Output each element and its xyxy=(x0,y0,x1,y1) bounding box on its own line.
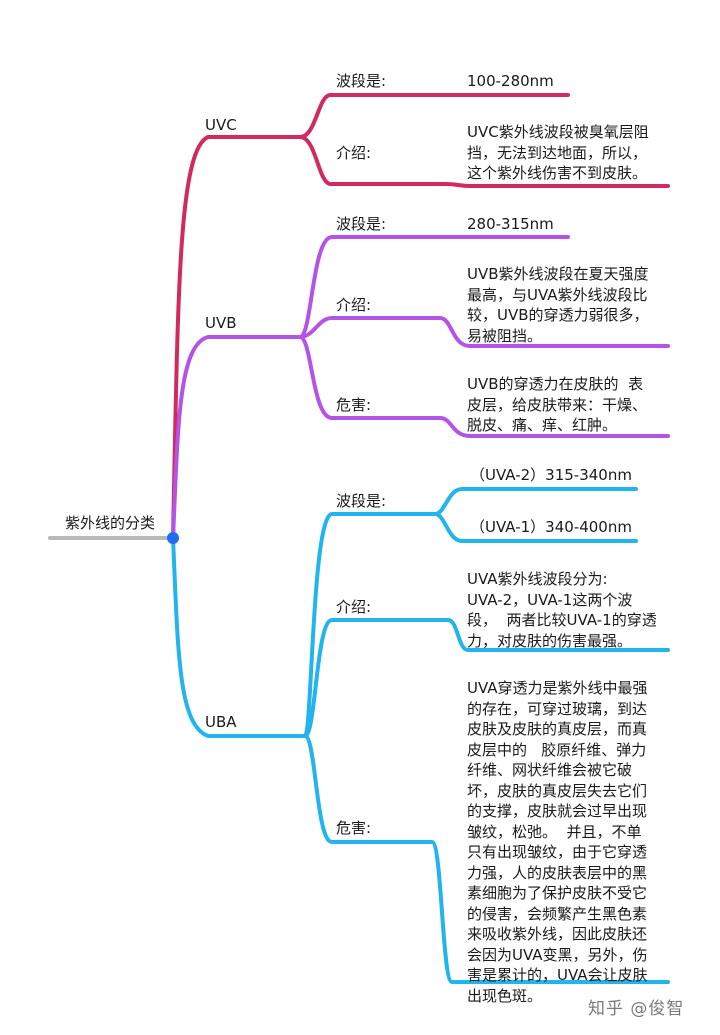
uba-text-harm: UVA穿透力是紫外线中最强 的存在，可穿过玻璃，到达 皮肤及皮肤的真皮层，而真 … xyxy=(467,679,648,1005)
uvb-connectors xyxy=(171,235,670,540)
uba-connectors xyxy=(171,487,670,984)
uba-label-band: 波段是: xyxy=(336,492,387,510)
uvb-label-harm: 危害: xyxy=(336,396,372,414)
uba-label-harm: 危害: xyxy=(336,819,372,837)
root-dot xyxy=(167,532,179,544)
branch-label-uba: UBA xyxy=(205,713,237,731)
watermark: 知乎 @俊智 xyxy=(588,999,685,1019)
root-label: 紫外线的分类 xyxy=(65,514,156,532)
uvb-text-intro: UVB紫外线波段在夏天强度 最高，与UVA紫外线波段比 较，UVB的穿透力弱很多… xyxy=(467,265,649,345)
branch-label-uvc: UVC xyxy=(205,116,237,134)
uvc-label-intro: 介绍: xyxy=(336,144,372,162)
uvb-text-band: 280-315nm xyxy=(467,215,554,233)
uvc-text-intro: UVC紫外线波段被臭氧层阻 挡，无法到达地面，所以， 这个紫外线伤害不到皮肤。 xyxy=(467,123,649,182)
branch-label-uvb: UVB xyxy=(205,314,237,332)
uvc-connectors xyxy=(171,93,670,540)
uvc-text-band: 100-280nm xyxy=(467,72,554,90)
uvc-label-band: 波段是: xyxy=(336,72,387,90)
uba-label-intro: 介绍: xyxy=(336,598,372,616)
uvb-label-intro: 介绍: xyxy=(336,296,372,314)
uvb-label-band: 波段是: xyxy=(336,215,387,233)
uba-text-intro: UVA紫外线波段分为: UVA-2，UVA-1这两个波 段， 两者比较UVA-1… xyxy=(467,570,657,650)
uvb-text-harm: UVB的穿透力在皮肤的 表 皮层，给皮肤带来：干燥、 脱皮、痛、痒、红肿。 xyxy=(467,375,648,434)
uba-text-uva2: （UVA-2）315-340nm xyxy=(470,466,632,484)
uba-text-uva1: （UVA-1）340-400nm xyxy=(470,518,632,536)
